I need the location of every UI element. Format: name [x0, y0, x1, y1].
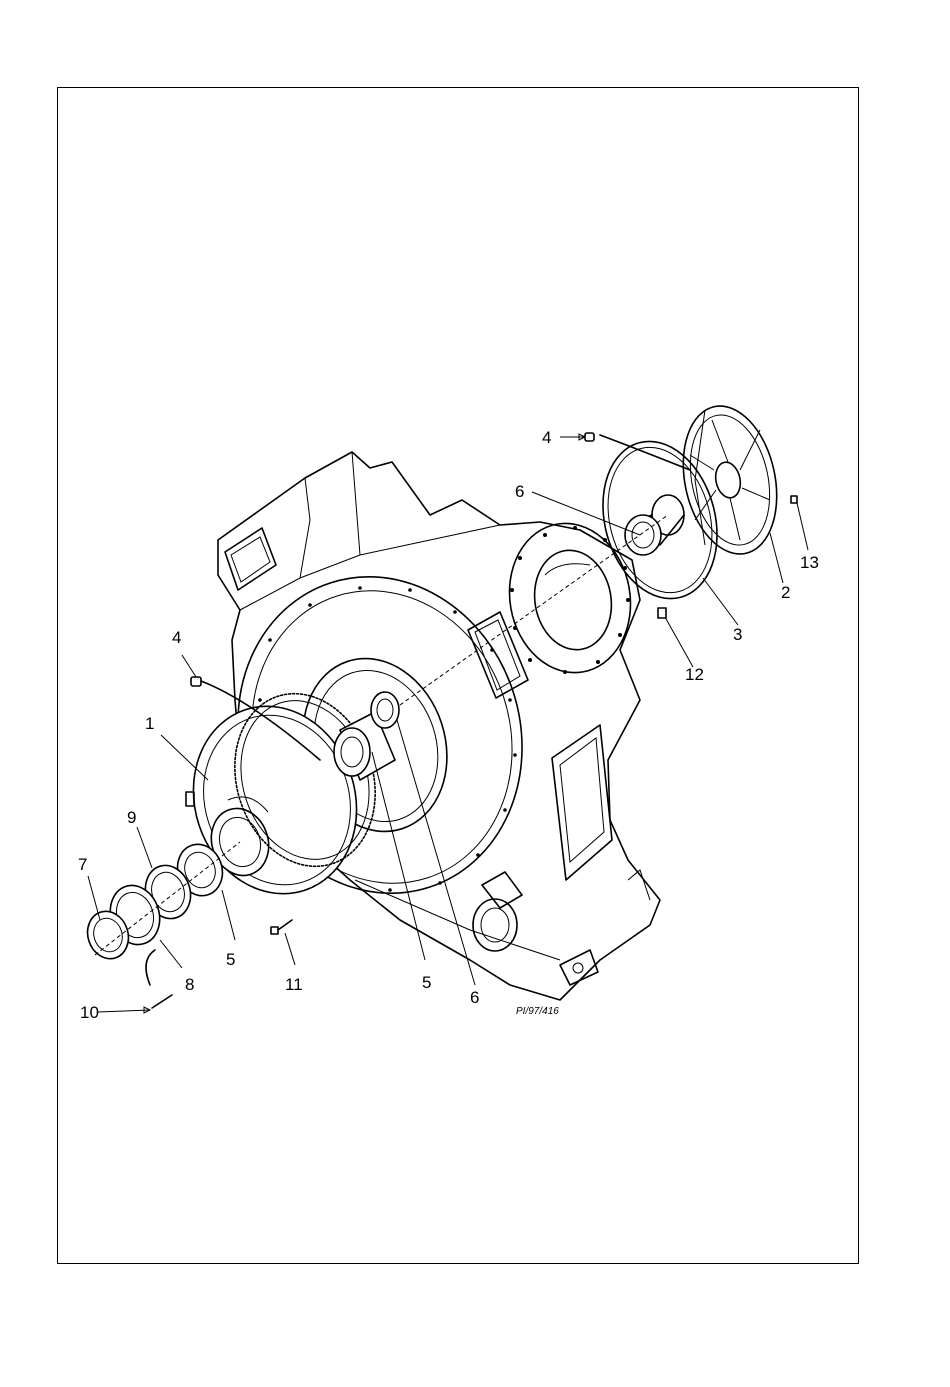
callout-6-centre: 6	[470, 988, 479, 1007]
wire-8	[146, 950, 155, 985]
callout-5-front: 5	[226, 950, 235, 969]
drawing-reference: PI/97/416	[516, 1006, 559, 1017]
pin-10	[152, 995, 172, 1008]
callout-4-rear: 4	[542, 428, 551, 447]
callout-1: 1	[145, 714, 154, 733]
bolt-11	[271, 920, 292, 934]
bolt-13	[791, 496, 797, 503]
callout-7: 7	[78, 855, 87, 874]
callout-10: 10	[80, 1003, 99, 1022]
callout-5-centre: 5	[422, 973, 431, 992]
callout-3: 3	[733, 625, 742, 644]
callout-6-rear: 6	[515, 482, 524, 501]
callout-2: 2	[781, 583, 790, 602]
callout-12: 12	[685, 665, 704, 684]
callout-4-front: 4	[172, 628, 181, 647]
callout-8: 8	[185, 975, 194, 994]
callout-13: 13	[800, 553, 819, 572]
plug-4-rear	[585, 433, 690, 470]
callout-11: 11	[285, 975, 303, 994]
callout-9: 9	[127, 808, 136, 827]
plug-12	[658, 608, 666, 618]
